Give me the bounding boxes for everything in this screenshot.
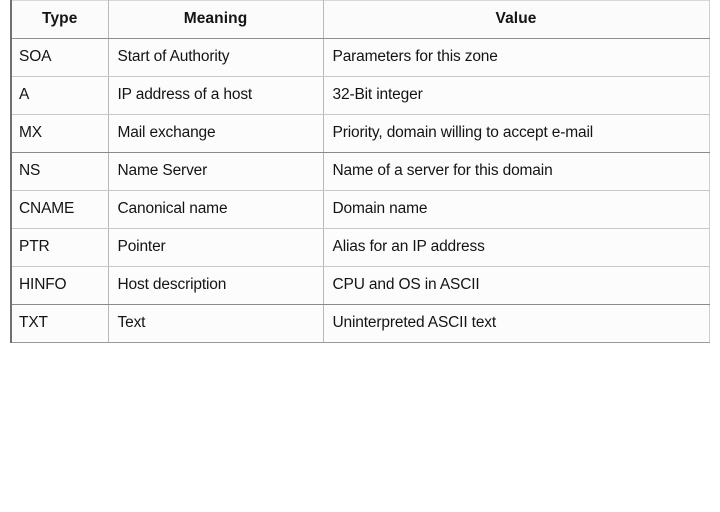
cell-meaning: Text <box>107 304 324 343</box>
cell-type: TXT <box>10 304 109 343</box>
cell-value: Name of a server for this domain <box>322 152 710 191</box>
table-header-row: Type Meaning Value <box>10 0 710 39</box>
cell-meaning: Canonical name <box>107 190 324 229</box>
column-header-value: Value <box>322 0 710 39</box>
column-header-meaning: Meaning <box>107 0 324 39</box>
cell-meaning: Pointer <box>107 228 324 267</box>
table-row: NS Name Server Name of a server for this… <box>10 152 710 191</box>
cell-value: Uninterpreted ASCII text <box>322 304 710 343</box>
table-row: A IP address of a host 32-Bit integer <box>10 76 710 115</box>
column-header-type: Type <box>10 0 109 39</box>
table-row: SOA Start of Authority Parameters for th… <box>10 38 710 77</box>
cell-type: NS <box>10 152 109 191</box>
cell-type: HINFO <box>10 266 109 305</box>
table-row: TXT Text Uninterpreted ASCII text <box>10 304 710 343</box>
cell-value: CPU and OS in ASCII <box>322 266 710 305</box>
table-body: SOA Start of Authority Parameters for th… <box>10 38 710 343</box>
cell-value: Parameters for this zone <box>322 38 710 77</box>
cell-value: 32-Bit integer <box>322 76 710 115</box>
cell-type: CNAME <box>10 190 109 229</box>
cell-meaning: Name Server <box>107 152 324 191</box>
table-header: Type Meaning Value <box>10 0 710 39</box>
table-row: CNAME Canonical name Domain name <box>10 190 710 229</box>
cell-meaning: IP address of a host <box>107 76 324 115</box>
table-row: PTR Pointer Alias for an IP address <box>10 228 710 267</box>
cell-value: Domain name <box>322 190 710 229</box>
cell-value: Alias for an IP address <box>322 228 710 267</box>
cell-meaning: Start of Authority <box>107 38 324 77</box>
cell-meaning: Mail exchange <box>107 114 324 153</box>
cell-type: MX <box>10 114 109 153</box>
table-row: HINFO Host description CPU and OS in ASC… <box>10 266 710 305</box>
cell-meaning: Host description <box>107 266 324 305</box>
cell-type: A <box>10 76 109 115</box>
cell-value: Priority, domain willing to accept e-mai… <box>322 114 710 153</box>
cell-type: SOA <box>10 38 109 77</box>
cell-type: PTR <box>10 228 109 267</box>
table-row: MX Mail exchange Priority, domain willin… <box>10 114 710 153</box>
dns-record-types-table: Type Meaning Value SOA Start of Authorit… <box>10 0 710 343</box>
